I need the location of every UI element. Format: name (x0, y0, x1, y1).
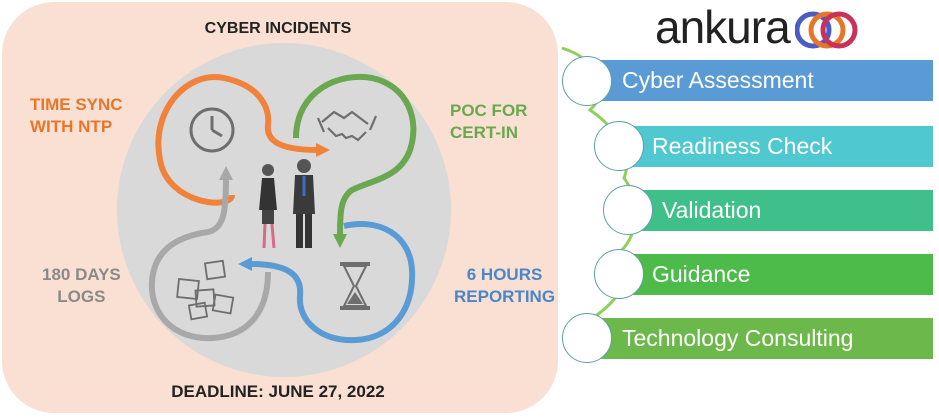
quadrant-label-time-sync: TIME SYNC WITH NTP (30, 94, 123, 138)
service-technology-consulting: Technology Consulting (588, 318, 933, 359)
label-line: POC FOR (450, 101, 528, 120)
deadline-text: DEADLINE: JUNE 27, 2022 (171, 382, 385, 401)
business-people-figure (259, 159, 315, 249)
quadrant-label-reporting: 6 HOURS REPORTING (454, 264, 555, 308)
incident-cycle-diagram (117, 43, 451, 377)
orange-arrowhead (316, 143, 330, 157)
label-line: WITH NTP (30, 117, 113, 136)
service-bubble (562, 56, 612, 106)
diagram-title: CYBER INCIDENTS (204, 20, 352, 37)
blue-arrowhead (238, 257, 252, 271)
service-bubble (562, 313, 612, 363)
service-guidance: Guidance (622, 254, 933, 295)
gray-arrow-path (148, 177, 271, 342)
service-bubble (594, 249, 644, 299)
label-line: REPORTING (454, 287, 556, 306)
green-arrowhead (333, 234, 347, 248)
green-arrow-path (293, 74, 417, 237)
label-line: 180 DAYS (42, 265, 121, 284)
service-label: Technology Consulting (622, 325, 854, 351)
service-readiness-check: Readiness Check (622, 126, 933, 167)
quadrant-label-logs: 180 DAYS LOGS (42, 264, 121, 308)
label-line: CERT-IN (450, 123, 518, 142)
quadrant-label-poc: POC FOR CERT-IN (450, 100, 527, 144)
notes-icon (176, 259, 235, 321)
service-bubble (594, 121, 644, 171)
handshake-icon (316, 110, 378, 142)
label-line: LOGS (57, 287, 106, 306)
blue-arrow-path (249, 221, 416, 344)
label-line: TIME SYNC (30, 95, 123, 114)
ankura-logo-icon (795, 11, 858, 49)
service-validation: Validation (632, 190, 933, 231)
ankura-logo-text: ankura (655, 1, 791, 53)
hourglass-icon (340, 262, 370, 310)
service-label: Guidance (652, 261, 751, 287)
service-bubble (603, 185, 653, 235)
orange-arrow-path (155, 73, 319, 206)
gray-arrowhead (219, 166, 233, 180)
label-line: 6 HOURS (466, 265, 543, 284)
clock-icon (189, 107, 235, 153)
service-label: Readiness Check (652, 133, 833, 159)
center-circle (117, 43, 451, 377)
service-label: Cyber Assessment (622, 67, 814, 93)
service-label: Validation (662, 197, 762, 223)
service-cyber-assessment: Cyber Assessment (588, 60, 933, 101)
